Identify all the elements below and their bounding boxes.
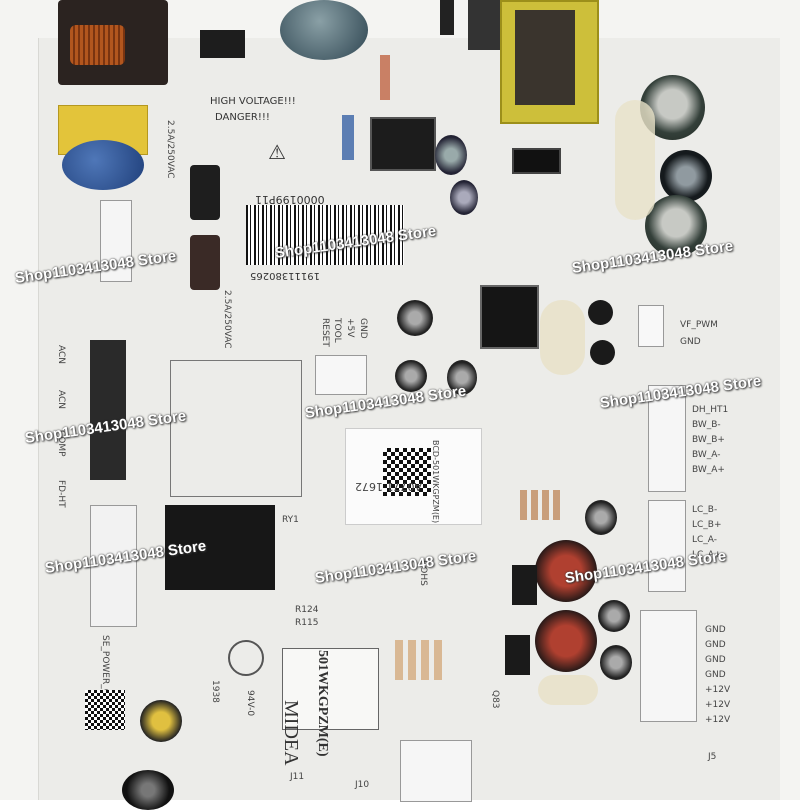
glue-blob-2 bbox=[540, 300, 585, 375]
barcode-serial: 19111380265 bbox=[250, 270, 320, 281]
connector-cn5 bbox=[90, 505, 137, 627]
resistor-blue bbox=[342, 115, 354, 160]
capacitor-red-1 bbox=[535, 540, 597, 602]
ac-connector bbox=[90, 340, 126, 480]
capacitor-small-2 bbox=[450, 180, 478, 215]
pin-right-bottom-3: GND bbox=[705, 670, 726, 680]
high-voltage-icon: ⚠ bbox=[268, 140, 286, 164]
left-label-4: FD-HT bbox=[56, 480, 66, 508]
pin-right-bottom-4: +12V bbox=[705, 685, 731, 695]
pin-right-bottom-1: GND bbox=[705, 640, 726, 650]
connector-cn1 bbox=[100, 200, 132, 282]
warning-line-2: DANGER!!! bbox=[215, 112, 270, 123]
capacitor-bottom-left-2 bbox=[122, 770, 174, 810]
diode-bridge bbox=[200, 30, 245, 58]
connector-cn3 bbox=[648, 385, 686, 492]
power-transistor bbox=[480, 285, 539, 349]
resistor-red bbox=[380, 55, 390, 100]
label-r115: R115 bbox=[295, 618, 319, 628]
diode bbox=[440, 0, 454, 35]
capacitor-lower-2 bbox=[598, 600, 630, 632]
model-label-line-2: 501WKGPZM(E) bbox=[315, 650, 330, 757]
capacitor-mid-1 bbox=[397, 300, 433, 336]
choke-winding bbox=[70, 25, 125, 65]
relay-label: RY1 bbox=[282, 515, 299, 525]
capacitor-lower-1 bbox=[585, 500, 617, 535]
pin-right-bottom-0: GND bbox=[705, 625, 726, 635]
label-j11: J11 bbox=[290, 772, 305, 782]
pin-right-bottom-6: +12V bbox=[705, 715, 731, 725]
varistor bbox=[62, 140, 144, 190]
sticker-top: BCD-501WKGPZM(E) bbox=[431, 440, 440, 524]
transistor-2 bbox=[590, 340, 615, 365]
qr-code bbox=[383, 448, 431, 496]
label-q83: Q83 bbox=[490, 690, 500, 709]
bottom-regulator bbox=[400, 740, 472, 802]
bulk-capacitor bbox=[280, 0, 368, 60]
fuse-2 bbox=[190, 235, 220, 290]
barcode bbox=[246, 205, 404, 265]
pin-right-top-2: BW_B+ bbox=[692, 435, 725, 445]
capacitor-lower-3 bbox=[600, 645, 632, 680]
left-label-2: ACN bbox=[56, 390, 66, 410]
vf-pwm-label: VF_PWM bbox=[680, 320, 718, 330]
bottom-left-label: SE_POWER_C bbox=[100, 635, 110, 696]
capacitor-top-right-3 bbox=[645, 195, 707, 257]
capacitor-mid-2 bbox=[395, 360, 427, 392]
cert-text: 94V-0 bbox=[245, 690, 255, 717]
prog-label-reset: RESET bbox=[320, 318, 330, 347]
label-r124: R124 bbox=[295, 605, 319, 615]
vf-gnd-label: GND bbox=[680, 337, 701, 347]
prog-label-tool: TOOL bbox=[332, 318, 342, 343]
connector-cn4 bbox=[648, 500, 686, 592]
capacitor-small-1 bbox=[435, 135, 467, 175]
pin-right-top-0: DH_HT1 bbox=[692, 405, 729, 415]
regulator-ic bbox=[512, 148, 561, 174]
transformer-core bbox=[515, 10, 575, 105]
connector-cn6 bbox=[640, 610, 697, 722]
capacitor-bottom-left bbox=[140, 700, 182, 742]
qr-code-small bbox=[85, 690, 125, 730]
fuse-label-1: 2.5A/250VAC bbox=[165, 120, 175, 179]
date-text: 1938 bbox=[210, 680, 220, 703]
prog-header bbox=[315, 355, 367, 395]
prog-label-5v: +5V bbox=[345, 318, 355, 338]
prog-label-gnd: GND bbox=[358, 318, 368, 339]
relay-outline bbox=[170, 360, 302, 497]
transistor-1 bbox=[588, 300, 613, 325]
fuse-label-2: 2.5A/250VAC bbox=[222, 290, 232, 349]
capacitor-mid-3 bbox=[447, 360, 477, 395]
pin-right-top-3: BW_A- bbox=[692, 450, 721, 460]
label-j10: J10 bbox=[355, 780, 370, 790]
model-label-line-1: MIDEA bbox=[280, 700, 302, 766]
capacitor-top-right-2 bbox=[660, 150, 712, 202]
fuse-1 bbox=[190, 165, 220, 220]
pin-right-mid-1: LC_B+ bbox=[692, 520, 722, 530]
relay bbox=[165, 505, 275, 590]
left-label-1: ACN bbox=[56, 345, 66, 365]
glue-blob bbox=[615, 100, 655, 220]
capacitor-red-2 bbox=[535, 610, 597, 672]
pin-right-mid-3: LC_A+ bbox=[692, 550, 722, 560]
vf-pwm-connector bbox=[638, 305, 664, 347]
ul-logo-icon bbox=[228, 640, 264, 676]
resistor-array-2 bbox=[520, 490, 560, 520]
model-label-box bbox=[282, 648, 379, 730]
pin-right-mid-2: LC_A- bbox=[692, 535, 718, 545]
transistor-q83 bbox=[505, 635, 530, 675]
resistor-array bbox=[395, 640, 445, 680]
barcode-number: 0000199P11 bbox=[255, 193, 325, 206]
pin-right-bottom-2: GND bbox=[705, 655, 726, 665]
warning-line-1: HIGH VOLTAGE!!! bbox=[210, 96, 296, 107]
pin-right-mid-0: LC_B- bbox=[692, 505, 718, 515]
transistor-q1 bbox=[512, 565, 537, 605]
sticker-code: A0771 1672 bbox=[355, 480, 423, 493]
pwm-ic bbox=[370, 117, 436, 171]
pin-right-top-4: BW_A+ bbox=[692, 465, 725, 475]
glue-blob-3 bbox=[538, 675, 598, 705]
pin-right-bottom-5: +12V bbox=[705, 700, 731, 710]
label-j5: J5 bbox=[708, 752, 717, 762]
pin-right-top-1: BW_B- bbox=[692, 420, 721, 430]
